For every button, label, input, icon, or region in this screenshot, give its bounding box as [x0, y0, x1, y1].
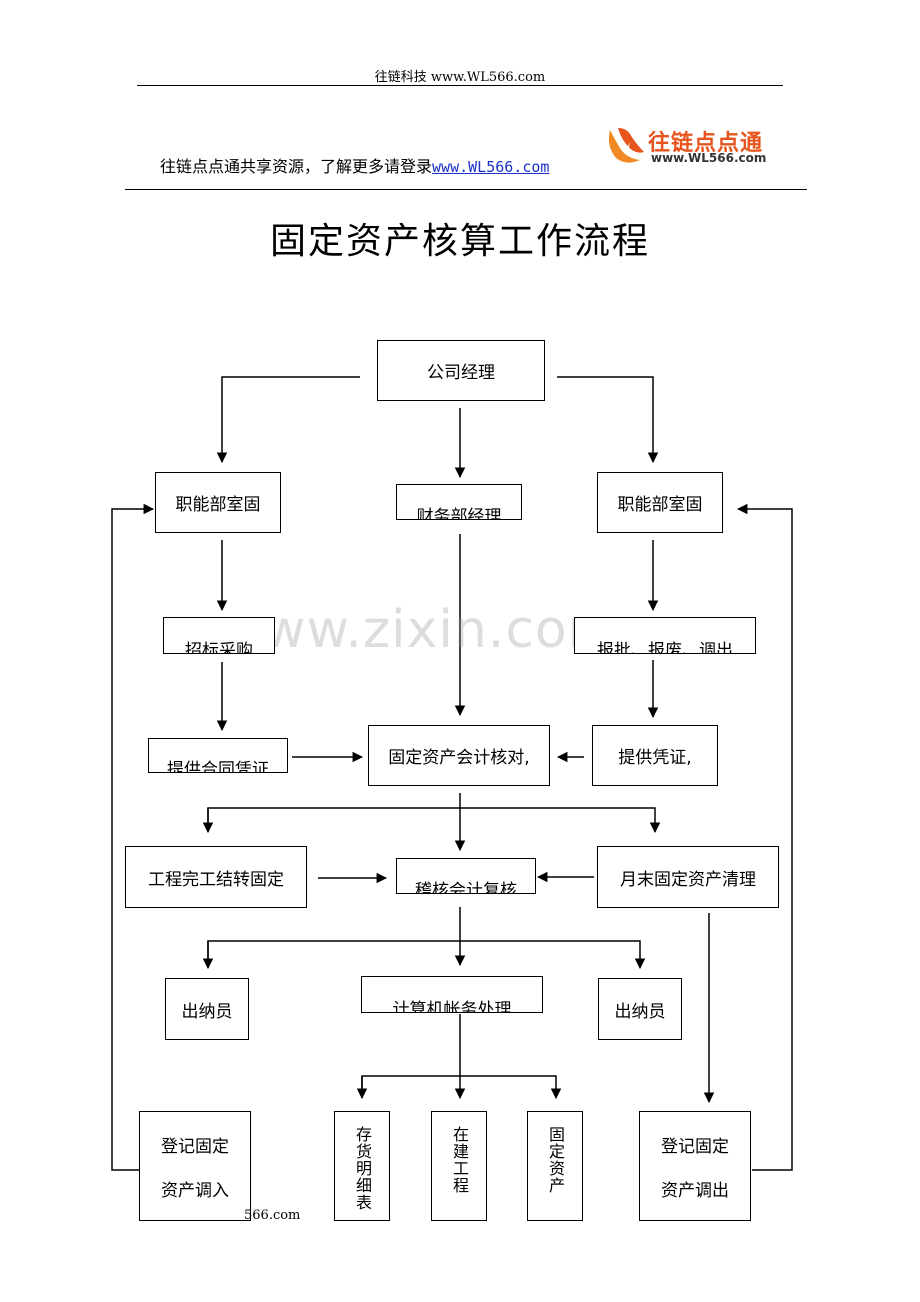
- box-inventory: 存货明细表: [334, 1111, 390, 1221]
- promo-text: 往链点点通共享资源，了解更多请登录: [160, 157, 433, 176]
- footer-site-text: 566.com: [244, 1208, 301, 1223]
- box-computer-process-label: 计算机帐务处理: [392, 1000, 512, 1013]
- logo-name: 往链点点通: [648, 131, 764, 156]
- box-accountant-check-label: 固定资产会计核对,: [388, 748, 530, 768]
- box-dept-left: 职能部室固: [155, 472, 281, 533]
- box-accountant-check: 固定资产会计核对,: [368, 725, 550, 786]
- page-title: 固定资产核算工作流程: [269, 221, 650, 262]
- promo-line: 往链点点通共享资源，了解更多请登录www.WL566.com: [160, 153, 549, 177]
- box-register-in-line1: 登记固定: [161, 1136, 229, 1157]
- box-report: 报批、报废、调出: [574, 617, 756, 654]
- logo-url: www.WL566.com: [651, 151, 767, 165]
- box-dept-right-label: 职能部室固: [617, 495, 703, 515]
- box-cashier-right-label: 出纳员: [614, 1001, 666, 1022]
- box-project-transfer: 工程完工结转固定: [125, 846, 307, 908]
- box-construction-label: 在建工程: [450, 1126, 469, 1194]
- box-audit-recheck-label: 稽核会计复核: [415, 881, 517, 894]
- box-manager: 公司经理: [377, 340, 545, 401]
- promo-link[interactable]: www.WL566.com: [432, 158, 550, 176]
- box-provide-voucher: 提供凭证,: [592, 725, 718, 786]
- box-construction: 在建工程: [431, 1111, 487, 1221]
- box-inventory-label: 存货明细表: [353, 1126, 372, 1211]
- box-bidding-label: 招标采购: [185, 641, 253, 654]
- header-rule: [137, 85, 783, 86]
- box-project-transfer-label: 工程完工结转固定: [148, 869, 284, 890]
- logo-mark-icon: [608, 128, 644, 163]
- box-manager-label: 公司经理: [427, 363, 495, 383]
- box-dept-left-label: 职能部室固: [175, 495, 261, 515]
- box-register-out-line2: 资产调出: [661, 1180, 729, 1201]
- box-provide-contract-label: 提供合同凭证: [167, 760, 269, 773]
- box-register-in: 登记固定 资产调入: [139, 1111, 251, 1221]
- box-fixed-assets: 固定资产: [527, 1111, 583, 1221]
- box-finance-manager-label: 财务部经理: [416, 507, 502, 520]
- box-cashier-right: 出纳员: [598, 978, 682, 1040]
- box-finance-manager: 财务部经理: [396, 484, 522, 520]
- box-report-label: 报批、报废、调出: [597, 641, 733, 654]
- box-fixed-assets-label: 固定资产: [546, 1126, 565, 1194]
- box-provide-voucher-label: 提供凭证,: [618, 748, 692, 768]
- box-register-out: 登记固定 资产调出: [639, 1111, 751, 1221]
- header-site-text: 往链科技 www.WL566.com: [374, 70, 546, 85]
- box-computer-process: 计算机帐务处理: [361, 976, 543, 1013]
- logo[interactable]: 往链点点通 www.WL566.com: [604, 124, 767, 168]
- watermark: www.zixin.com.cn: [219, 600, 701, 660]
- box-provide-contract: 提供合同凭证: [148, 738, 288, 773]
- box-audit-recheck: 稽核会计复核: [396, 858, 536, 894]
- box-cashier-left-label: 出纳员: [181, 1001, 233, 1022]
- promo-rule: [125, 189, 807, 190]
- box-dept-right: 职能部室固: [597, 472, 723, 533]
- box-register-in-line2: 资产调入: [161, 1180, 229, 1201]
- box-cashier-left: 出纳员: [165, 978, 249, 1040]
- box-month-end: 月末固定资产清理: [597, 846, 779, 908]
- box-bidding: 招标采购: [163, 617, 275, 654]
- box-month-end-label: 月末固定资产清理: [620, 869, 756, 890]
- box-register-out-line1: 登记固定: [661, 1136, 729, 1157]
